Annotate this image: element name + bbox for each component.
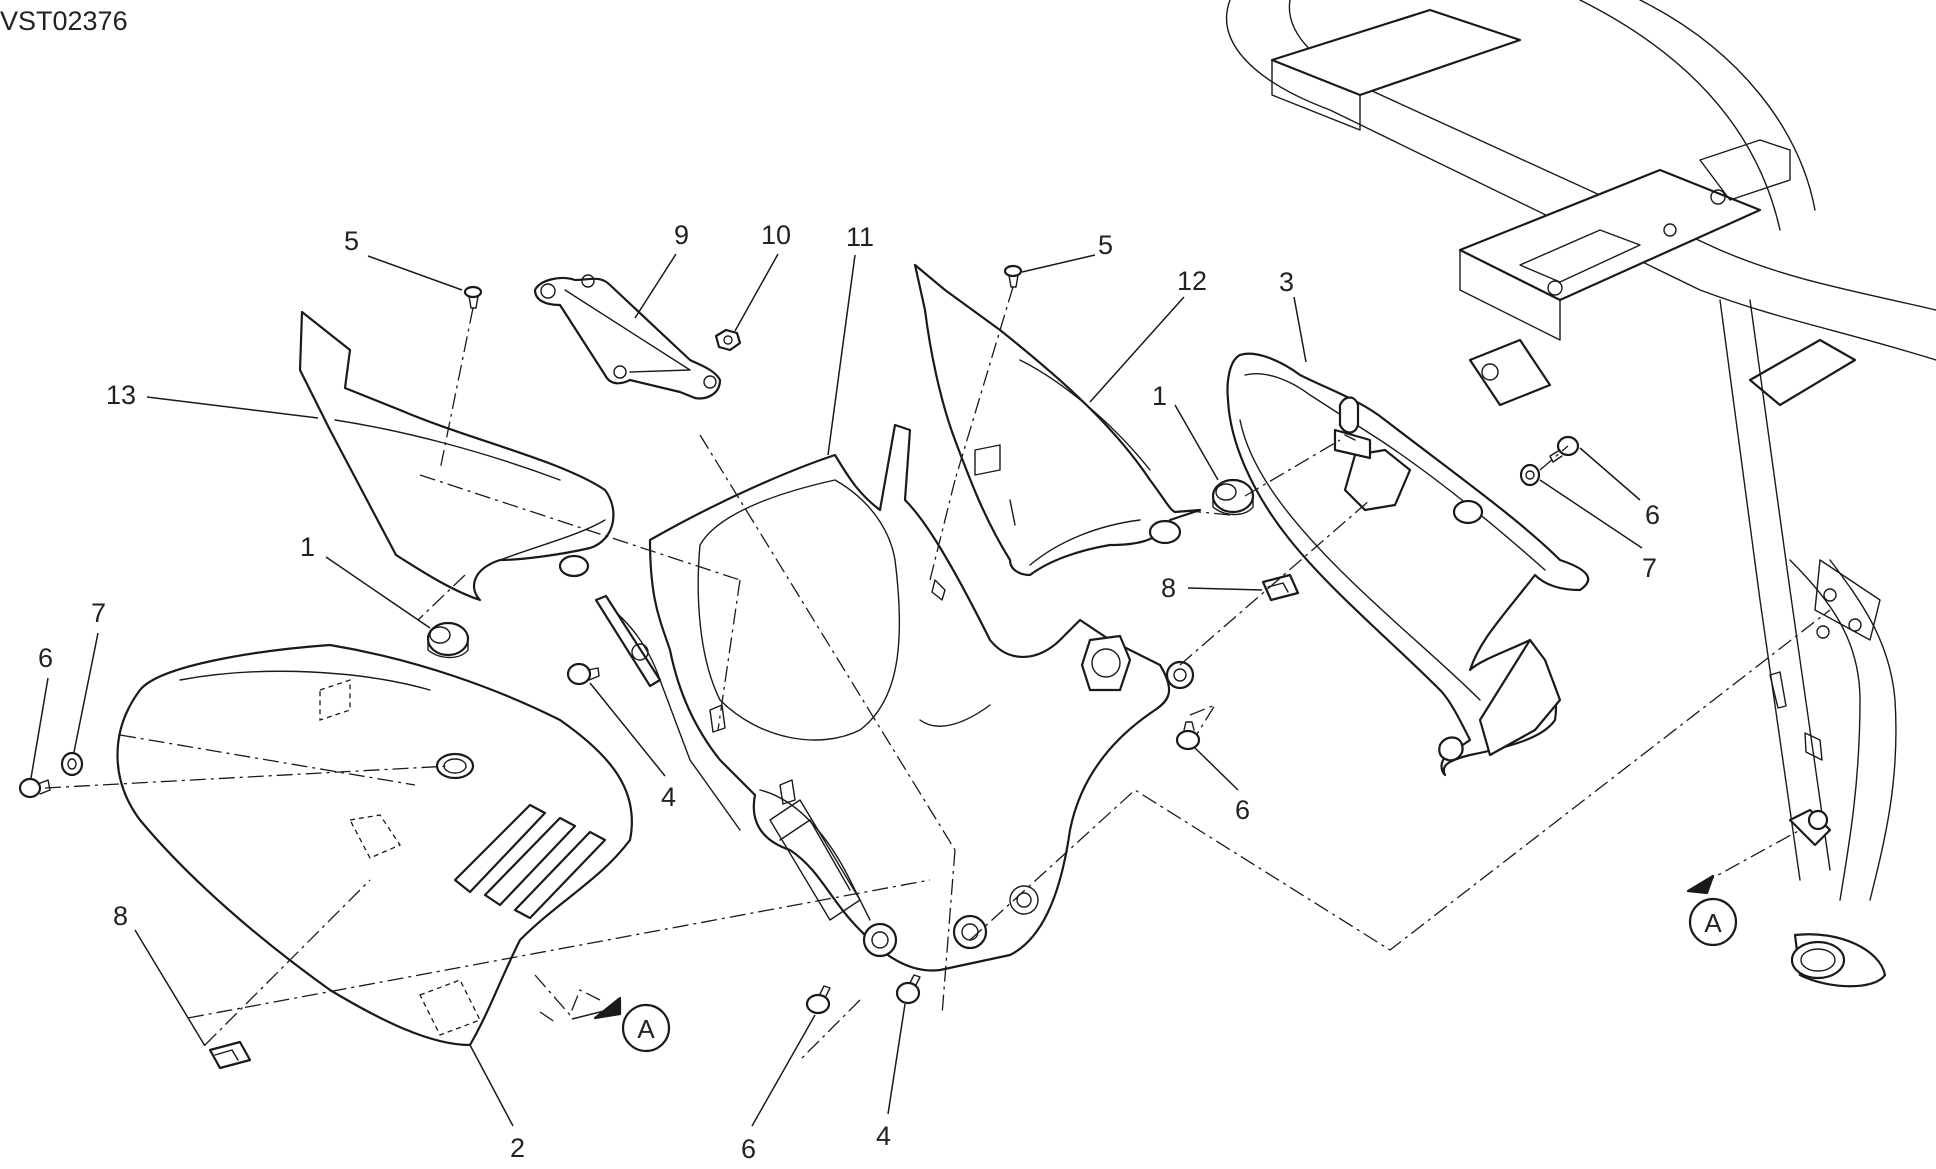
callout-8b: 8: [1161, 573, 1176, 603]
part-12-inner-panel: [913, 263, 1202, 577]
callout-7a: 7: [91, 598, 106, 628]
callout-1a: 1: [300, 532, 315, 562]
assembly-lines: [44, 286, 1831, 1061]
part-11-central-cover: [594, 423, 1195, 972]
part-3-rear-cover: [1226, 352, 1590, 777]
reference-a-lower-label: A: [637, 1014, 655, 1044]
callout-3: 3: [1279, 267, 1294, 297]
callout-6c: 6: [741, 1134, 756, 1164]
callout-2: 2: [510, 1133, 525, 1163]
callout-6b: 6: [1235, 795, 1250, 825]
clip-nut-left: [208, 1040, 252, 1070]
washer-left: [60, 751, 84, 777]
callout-4b: 4: [876, 1121, 891, 1151]
callout-5a: 5: [344, 226, 359, 256]
callout-6a: 6: [38, 643, 53, 673]
part-13-upper-side-panel: [298, 310, 615, 602]
clip-nut-right: [1261, 573, 1300, 602]
part-9-bracket: [533, 274, 722, 400]
bolt-lower-right: [1175, 721, 1201, 751]
nut: [714, 328, 742, 352]
reference-a-right: A: [1686, 874, 1738, 947]
bolt-left: [18, 777, 51, 799]
washer-right: [1519, 463, 1541, 487]
callout-12: 12: [1177, 266, 1207, 296]
frame: [1225, 0, 1936, 988]
rivet-center: [566, 662, 600, 686]
drawing-code: VST02376: [0, 6, 128, 36]
callout-13: 13: [106, 380, 136, 410]
part-2-lower-side-panel: [116, 643, 633, 1047]
screw-center: [1003, 264, 1023, 288]
grommet-right: [1211, 478, 1255, 516]
rivet-bottom: [895, 974, 921, 1005]
callout-6d: 6: [1645, 500, 1660, 530]
callout-9: 9: [674, 220, 689, 250]
callout-5b: 5: [1098, 230, 1113, 260]
callout-8a: 8: [113, 901, 128, 931]
reference-a-lower: A: [571, 996, 671, 1053]
grommet-left: [426, 621, 470, 659]
callout-7b: 7: [1642, 553, 1657, 583]
screw-left: [463, 285, 483, 309]
callout-1b: 1: [1152, 381, 1167, 411]
callout-4a: 4: [661, 782, 676, 812]
callout-labels: 1 1 2 3 4 4 5 5 6 6 6 6 7 7 8 8 9 10 11 …: [38, 220, 1660, 1164]
reference-a-right-label: A: [1704, 908, 1722, 938]
leader-lines: [30, 253, 1643, 1127]
callout-11: 11: [846, 222, 874, 252]
bolt-bottom: [805, 985, 831, 1015]
callout-10: 10: [761, 220, 791, 250]
